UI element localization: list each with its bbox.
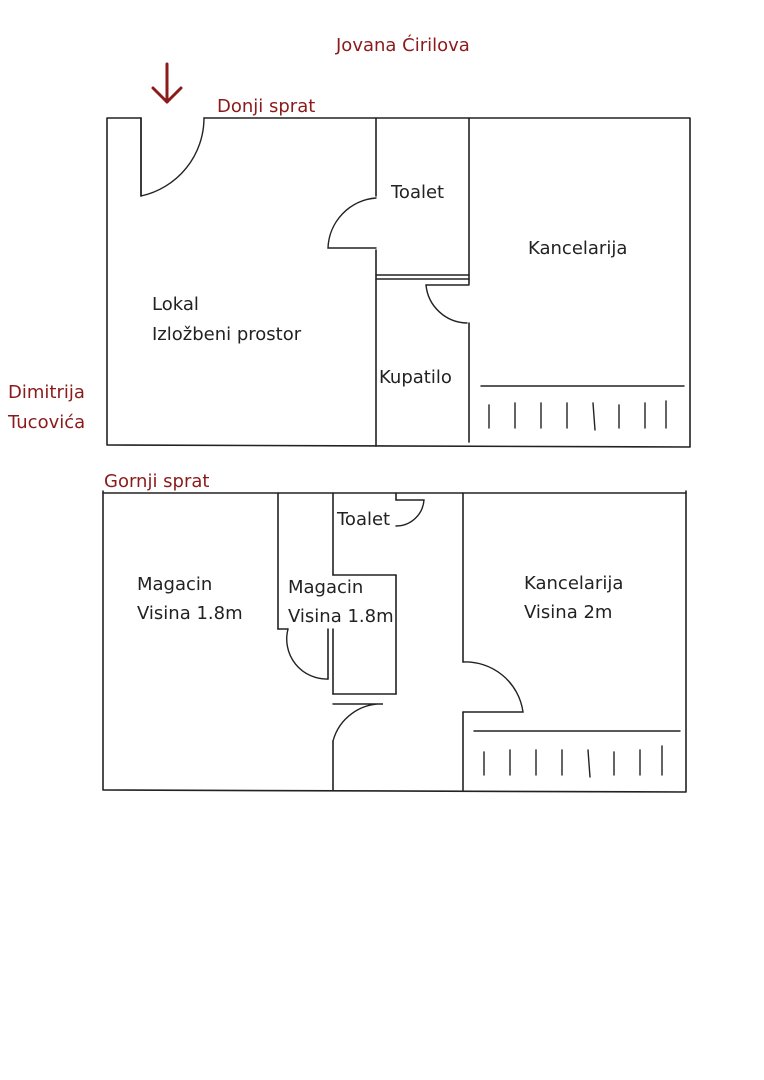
upper-floor-title: Gornji sprat	[104, 471, 209, 492]
upper-floor-walls	[102, 490, 687, 793]
room-label-magacin-2-height: Visina 1.8m	[288, 606, 394, 627]
room-label-magacin-1-height: Visina 1.8m	[137, 603, 243, 624]
ground-floor-title: Donji sprat	[217, 96, 315, 117]
upper-floor-stairs	[473, 730, 681, 778]
street-label-left-1: Dimitrija	[8, 382, 85, 403]
room-label-toalet-upper: Toalet	[336, 509, 390, 530]
ground-floor-stairs	[480, 385, 685, 431]
room-label-kancelarija-upper-height: Visina 2m	[524, 602, 612, 623]
room-label-magacin-2: Magacin	[288, 577, 363, 598]
entrance-arrow-icon	[151, 62, 183, 104]
street-label-left-2: Tucovića	[7, 412, 85, 433]
room-label-kancelarija-ground: Kancelarija	[528, 238, 627, 259]
room-label-toalet-ground: Toalet	[390, 182, 444, 203]
room-label-izlozbeni-prostor: Izložbeni prostor	[152, 324, 302, 345]
street-label-top: Jovana Ćirilova	[335, 34, 470, 56]
room-label-kancelarija-upper: Kancelarija	[524, 573, 623, 594]
upper-floor-doors	[286, 499, 524, 742]
ground-floor-doors	[140, 117, 470, 324]
room-label-kupatilo: Kupatilo	[379, 367, 452, 388]
ground-floor-walls	[106, 117, 691, 448]
room-label-lokal: Lokal	[152, 294, 199, 315]
room-label-magacin-1: Magacin	[137, 574, 212, 595]
